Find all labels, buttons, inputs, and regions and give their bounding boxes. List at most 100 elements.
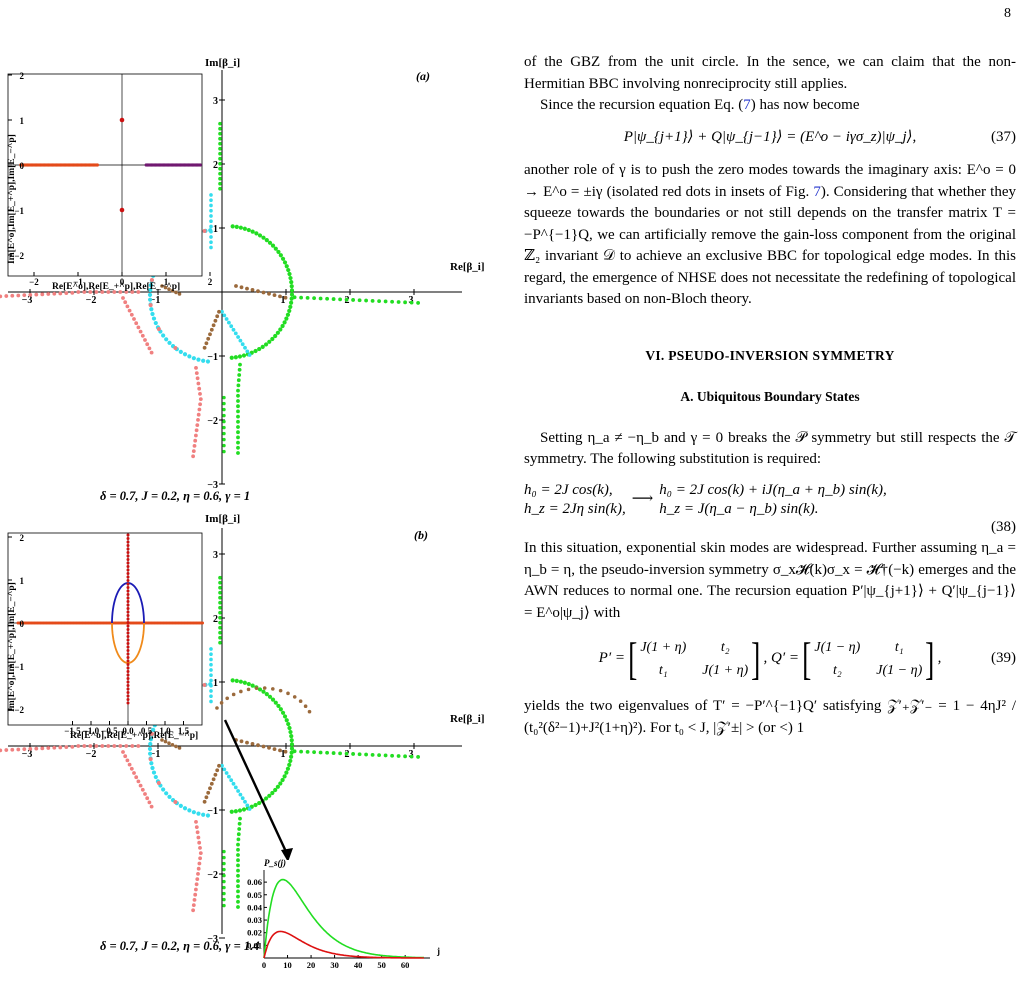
inset-point [126,614,130,617]
fig-7-link[interactable]: 7 [813,183,821,200]
tick-label: −2 [14,705,24,715]
salmon-point [196,381,201,386]
salmon-point [130,744,135,748]
panel-b-label: (b) [414,528,428,542]
salmon-point [28,292,33,297]
eq-7-link[interactable]: 7 [743,97,751,113]
green-point [357,752,362,757]
salmon-point [147,800,152,805]
green-point [236,399,240,403]
brown-point [217,309,221,314]
green-point [267,694,273,699]
brown-point [206,790,211,795]
panel-b-gbz-points [0,575,420,913]
green-point [282,774,287,779]
salmon-point [129,312,134,317]
brown-point [208,332,212,337]
green-point [234,678,239,683]
salmon-point [4,294,9,298]
cyan-point [209,245,213,250]
inset-point [126,600,130,603]
green-point [236,832,241,837]
salmon-point [194,882,199,887]
cyan-point [224,771,229,775]
salmon-point [132,771,136,775]
green-point [273,700,278,705]
salmon-point [198,846,202,850]
salmon-point [94,290,99,294]
green-point [284,264,289,269]
cyan-point [222,313,227,318]
green-point [218,166,222,171]
cyan-point [209,689,213,693]
salmon-point [123,300,128,305]
green-point [236,853,240,857]
cyan-point [151,770,157,775]
green-point [236,899,240,904]
x-tick-label: −1 [150,295,161,306]
salmon-point [127,762,132,767]
inset-point [126,610,130,614]
green-point [289,288,295,293]
salmon-point [136,325,141,330]
equation-38: h₀ = 2J cos(k),h_z = 2Jη sin(k), ⟶ h₀ = … [524,481,887,517]
green-point [236,868,240,873]
cyan-point [247,807,252,811]
brown-point [256,289,260,294]
inset-point [126,551,130,554]
green-point [246,681,251,687]
tick-label: 1 [164,277,169,287]
salmon-point [198,856,203,861]
green-point [237,367,242,372]
cyan-point [201,812,206,817]
green-point [275,784,280,789]
inset-point [126,691,130,694]
inset-point [126,663,130,666]
salmon-point [64,745,69,750]
brown-point [163,285,168,290]
green-point [325,750,329,755]
green-point [289,296,294,301]
zero-mode-point [119,117,125,123]
x-tick-label: 3 [409,295,414,306]
brown-point [272,293,277,297]
cyan-point [238,338,243,343]
green-point [250,683,255,688]
green-point [288,304,293,309]
cyan-point [149,307,154,312]
tick-label: −0.5 [101,726,118,736]
cyan-point [209,683,213,688]
y-tick-label: 3 [213,96,218,107]
salmon-point [88,290,93,294]
brown-point [209,327,214,332]
brown-point [272,747,277,751]
green-point [236,414,240,419]
inset-point [126,628,130,631]
salmon-point [125,758,130,763]
brown-point [245,740,249,745]
salmon-point [194,825,199,829]
green-point [218,590,222,595]
green-point [390,753,394,758]
salmon-point [118,290,123,294]
cyan-point [209,198,213,203]
cyan-point [153,774,158,780]
cyan-point [187,354,192,359]
green-point [229,355,234,360]
green-point [218,625,222,630]
cyan-point [148,741,153,747]
green-point [263,342,269,347]
salmon-point [52,745,57,750]
green-point [229,809,234,814]
salmon-point [195,830,200,835]
green-point [273,333,278,339]
green-point [409,300,414,305]
cyan-point [205,359,211,364]
inset-point [126,540,130,544]
green-point [242,226,247,231]
green-point [289,742,295,747]
salmon-point [194,371,199,375]
green-point [222,903,226,908]
green-point [222,849,226,854]
